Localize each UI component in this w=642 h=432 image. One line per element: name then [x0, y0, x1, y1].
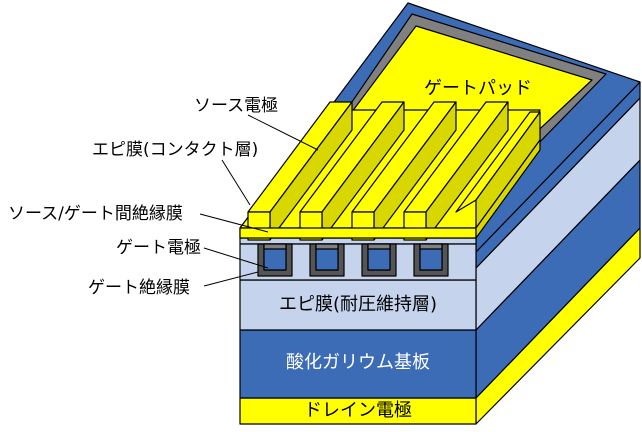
source-base-front: [239, 227, 477, 239]
label-epi-breakdown: エピ膜(耐圧維持層): [278, 294, 438, 315]
front-trench-2: [309, 243, 345, 277]
front-trench-1: [257, 243, 293, 277]
label-epi-contact: エピ膜(コンタクト層): [92, 140, 259, 160]
front-drain-electrode: [239, 397, 477, 425]
label-gate-insulator: ゲート絶縁膜: [88, 278, 190, 298]
front-trench-4: [413, 243, 449, 277]
label-drain-electrode: ドレイン電極: [304, 400, 412, 421]
source-finger-5: [455, 111, 541, 229]
label-source-electrode: ソース電極: [194, 96, 279, 116]
label-src-gate-insulator: ソース/ゲート間絶縁膜: [8, 204, 183, 224]
label-gate-electrode: ゲート電極: [116, 238, 201, 258]
front-epi-breakdown: [239, 279, 477, 331]
source-base-side: [475, 139, 541, 239]
label-gate-pad: ゲートパッド: [424, 78, 532, 99]
leader-lines: [199, 114, 319, 287]
label-substrate: 酸化ガリウム基板: [286, 352, 430, 373]
front-trench-3: [361, 243, 397, 277]
